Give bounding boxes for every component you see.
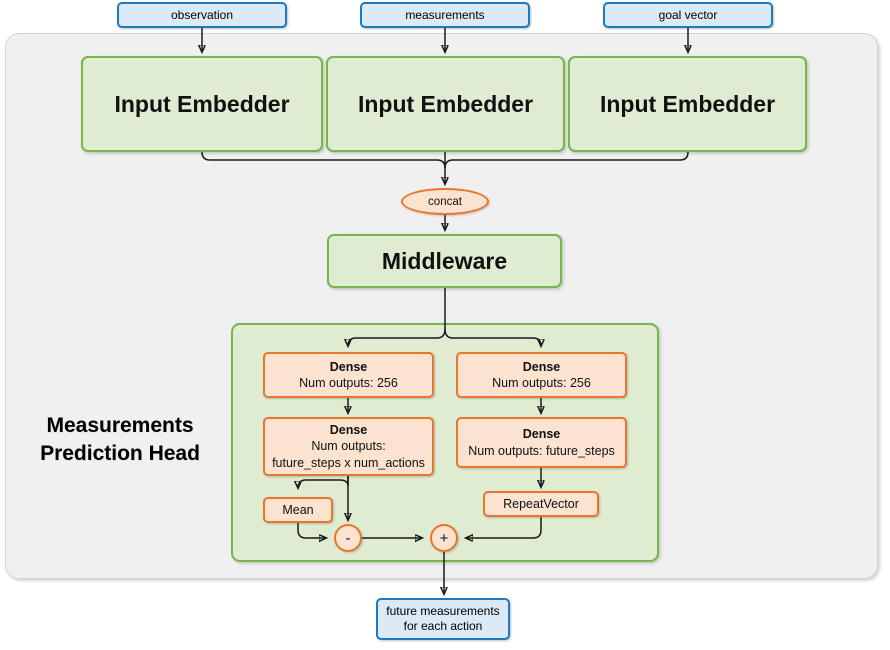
- input-label-measurements: measurements: [405, 7, 485, 22]
- add-operator[interactable]: +: [430, 524, 458, 552]
- add-symbol: +: [439, 529, 449, 547]
- output-label-line2: for each action: [403, 619, 483, 633]
- left-dense-1-outputs: Num outputs: 256: [299, 376, 398, 390]
- head-title-line1: Measurements: [46, 413, 194, 437]
- right-dense-2-outputs: Num outputs: future_steps: [468, 443, 615, 458]
- head-title: Measurements Prediction Head: [14, 405, 226, 475]
- left-dense-1-title: Dense: [329, 359, 368, 374]
- input-embedder-observation[interactable]: Input Embedder: [81, 56, 323, 152]
- concat-label: concat: [428, 195, 462, 208]
- left-dense-2-outputs-value: future_steps x num_actions: [272, 455, 425, 470]
- input-embedder-measurements[interactable]: Input Embedder: [326, 56, 565, 152]
- right-dense-1-outputs: Num outputs: 256: [492, 376, 591, 390]
- right-dense-2[interactable]: Dense Num outputs: future_steps: [456, 417, 627, 468]
- concat-node[interactable]: concat: [401, 188, 489, 215]
- input-box-observation[interactable]: observation: [117, 2, 287, 28]
- left-dense-1[interactable]: Dense Num outputs: 256: [263, 352, 434, 398]
- input-embedder-label: Input Embedder: [114, 90, 290, 117]
- head-title-line2: Prediction Head: [40, 442, 200, 465]
- right-dense-1-title: Dense: [522, 359, 561, 374]
- input-box-measurements[interactable]: measurements: [360, 2, 530, 28]
- middleware-label: Middleware: [381, 247, 508, 274]
- input-label-goal-vector: goal vector: [658, 7, 718, 22]
- output-label-line1: future measurements: [386, 604, 500, 618]
- right-dense-2-title: Dense: [522, 427, 561, 442]
- repeat-vector-node[interactable]: RepeatVector: [483, 491, 599, 517]
- mean-node[interactable]: Mean: [263, 497, 333, 523]
- mean-label: Mean: [282, 502, 314, 517]
- input-embedder-goal-vector[interactable]: Input Embedder: [568, 56, 807, 152]
- input-embedder-label: Input Embedder: [599, 90, 776, 117]
- left-dense-2[interactable]: Dense Num outputs: future_steps x num_ac…: [263, 417, 434, 476]
- left-dense-2-title: Dense: [329, 423, 368, 438]
- subtract-operator[interactable]: -: [334, 524, 362, 552]
- right-dense-1[interactable]: Dense Num outputs: 256: [456, 352, 627, 398]
- left-dense-2-outputs-label: Num outputs:: [311, 439, 386, 454]
- middleware-block[interactable]: Middleware: [327, 234, 562, 288]
- input-embedder-label: Input Embedder: [357, 90, 534, 117]
- subtract-symbol: -: [345, 529, 351, 547]
- repeat-vector-label: RepeatVector: [503, 496, 579, 511]
- input-box-goal-vector[interactable]: goal vector: [603, 2, 773, 28]
- output-box-future-measurements[interactable]: future measurements for each action: [376, 598, 510, 640]
- input-label-observation: observation: [170, 7, 234, 22]
